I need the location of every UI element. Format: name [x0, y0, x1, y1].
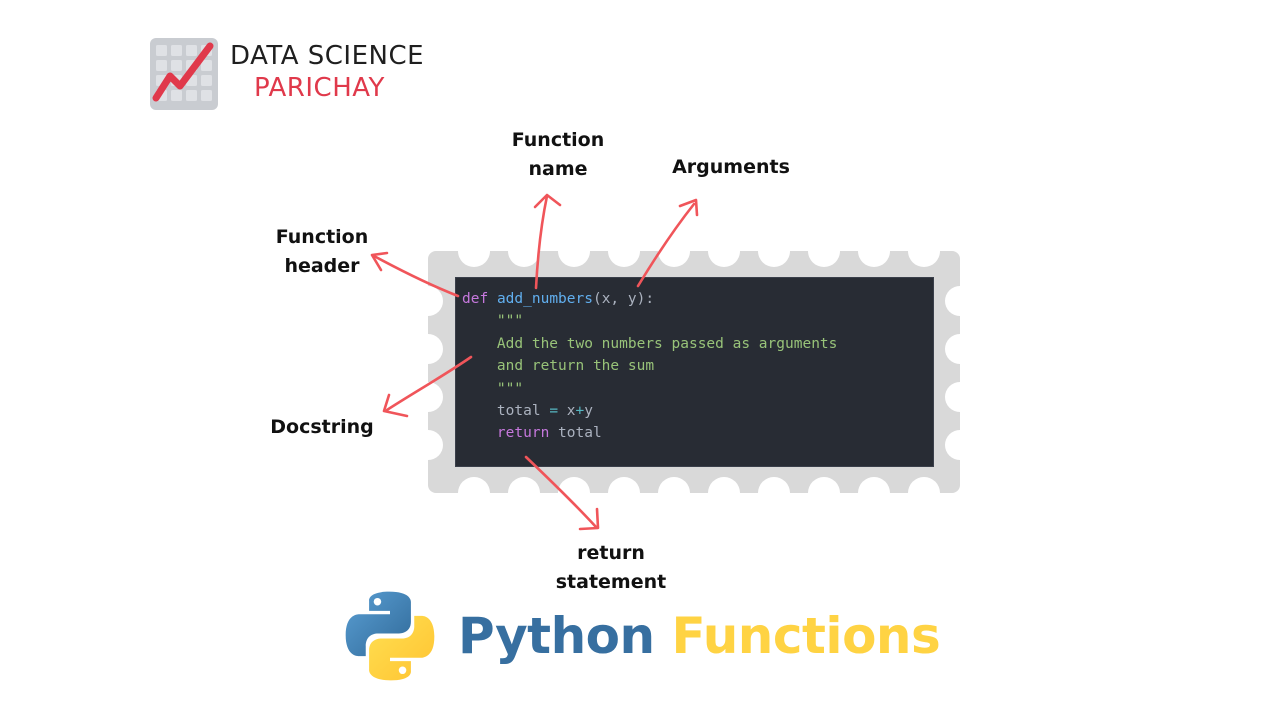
label-return-statement-line1: return	[577, 542, 645, 564]
brand-logo-icon	[150, 38, 218, 110]
code-line: return total	[462, 422, 837, 444]
brand-line1: DATA SCIENCE	[230, 41, 425, 71]
label-arguments-text: Arguments	[672, 156, 790, 178]
code-line: total = x+y	[462, 400, 837, 422]
code-token: def	[462, 291, 489, 307]
label-docstring: Docstring	[262, 413, 382, 442]
label-function-name: Function name	[498, 126, 618, 184]
code-token: =	[549, 403, 559, 420]
label-function-name-line2: name	[528, 158, 588, 180]
label-arguments: Arguments	[666, 153, 796, 182]
code-token: """	[462, 313, 524, 330]
code-line: """	[462, 378, 837, 400]
code-line: def add_numbers(x, y):	[462, 288, 837, 310]
brand-line2: PARICHAY	[254, 73, 385, 103]
code-token: (x, y):	[592, 291, 655, 307]
code-token: add_numbers	[496, 291, 593, 307]
code-text: def add_numbers(x, y): """ Add the two n…	[462, 288, 837, 445]
label-function-header-line2: header	[284, 255, 360, 277]
label-docstring-text: Docstring	[270, 416, 374, 438]
code-token: y	[584, 403, 593, 420]
code-line: """	[462, 310, 837, 332]
label-function-header-line1: Function	[275, 226, 369, 248]
code-token: total	[462, 403, 550, 420]
page-title: Python Functions	[458, 600, 941, 672]
title-functions: Functions	[671, 607, 941, 665]
label-return-statement-line2: statement	[555, 571, 667, 593]
python-logo-icon	[344, 590, 436, 682]
code-token: and return the sum	[462, 358, 655, 375]
label-return-statement: return statement	[551, 539, 671, 597]
code-token: Add the two numbers passed as arguments	[462, 335, 838, 352]
title-python: Python	[458, 607, 655, 665]
brand-name: DATA SCIENCE PARICHAY	[230, 40, 424, 104]
code-token: """	[462, 380, 524, 397]
code-token: +	[575, 403, 585, 420]
code-token	[462, 425, 497, 441]
code-token: total	[549, 425, 602, 442]
code-block: def add_numbers(x, y): """ Add the two n…	[455, 277, 934, 467]
code-line: Add the two numbers passed as arguments	[462, 333, 837, 355]
label-function-header: Function header	[262, 223, 382, 281]
code-token: return	[496, 425, 550, 442]
code-token	[488, 291, 497, 307]
code-token: x	[558, 403, 576, 420]
code-line: and return the sum	[462, 355, 837, 377]
label-function-name-line1: Function	[511, 129, 605, 151]
